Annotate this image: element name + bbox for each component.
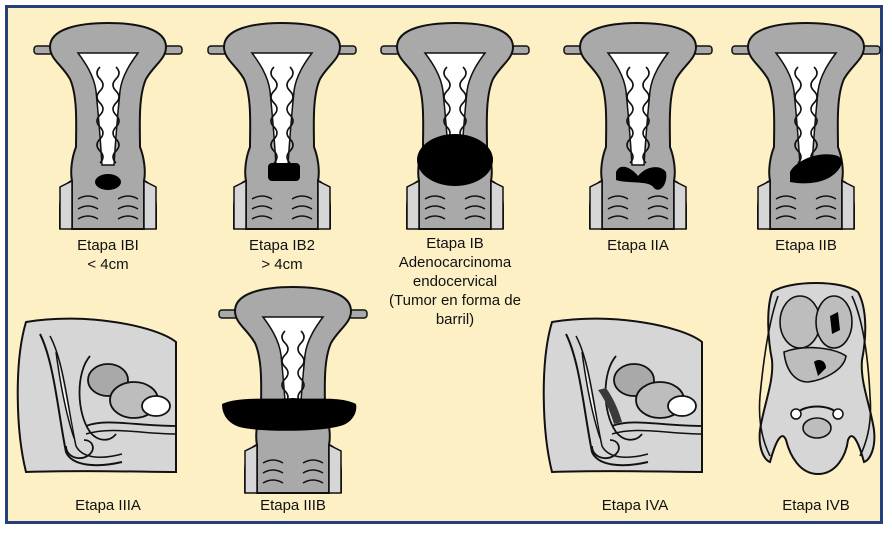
body-figure-ivb [759, 283, 874, 474]
uterus-figure-iib [732, 23, 880, 229]
stage-label-ib1: Etapa IBI < 4cm [58, 236, 158, 274]
pelvis-figure-iiia [18, 319, 176, 472]
pelvis-figure-iva [544, 319, 702, 472]
tumor-ib-barrel [417, 134, 493, 186]
stage-label-ivb: Etapa IVB [766, 496, 866, 515]
uterus-figure-ib2 [208, 23, 356, 229]
lung-right [780, 296, 820, 348]
stage-label-ib2: Etapa IB2 > 4cm [232, 236, 332, 274]
stage-label-iiib: Etapa IIIB [243, 496, 343, 515]
stage-label-iia: Etapa IIA [588, 236, 688, 255]
uterus-figure-ib-adeno [381, 23, 529, 229]
stage-label-iiia: Etapa IIIA [58, 496, 158, 515]
stage-label-ib-adeno: Etapa IB Adenocarcinoma endocervical (Tu… [375, 234, 535, 329]
stage-label-iva: Etapa IVA [585, 496, 685, 515]
tumor-ib2 [268, 163, 300, 181]
stage-label-iib: Etapa IIB [756, 236, 856, 255]
uterus-small [803, 418, 831, 438]
uterus-figure-iia [564, 23, 712, 229]
tumor-ib1 [95, 174, 121, 190]
tumor-iiib [222, 398, 356, 431]
uterus-figure-iiib [219, 287, 367, 493]
uterus-figure-ib1 [34, 23, 182, 229]
